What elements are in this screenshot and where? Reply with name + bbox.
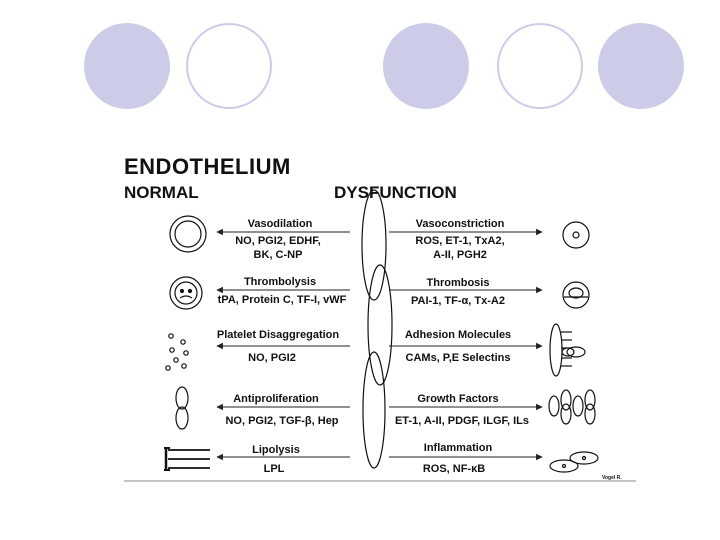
row1-left-detail-2: BK, C-NP: [254, 249, 303, 261]
row4-left-heading: Antiproliferation: [233, 393, 319, 405]
dilated-vessel-icon: [170, 216, 206, 252]
decor-circle-3: [383, 23, 469, 109]
normal-heading: NORMAL: [124, 183, 199, 203]
row1-left-heading: Vasodilation: [248, 218, 313, 230]
central-cell-3: [363, 352, 385, 468]
inflamed-cells-icon: [550, 452, 598, 472]
endothelium-figure: ENDOTHELIUM NORMAL DYSFUNCTION Vasodilat…: [124, 150, 638, 484]
row1-right-heading: Vasoconstriction: [416, 218, 505, 230]
row5-left-heading: Lipolysis: [252, 444, 300, 456]
row5-right-detail-1: ROS, NF-κB: [423, 463, 485, 475]
dysfunction-heading: DYSFUNCTION: [334, 183, 457, 203]
row4-right-heading: Growth Factors: [417, 393, 498, 405]
figure-title: ENDOTHELIUM: [124, 154, 291, 180]
decor-circle-4: [497, 23, 583, 109]
dispersed-platelets-icon: [166, 334, 188, 370]
thrombus-vessel-icon: [563, 282, 589, 308]
row2-left-detail-1: tPA, Protein C, TF-I, vWF: [218, 294, 347, 306]
proliferating-cells-icon: [549, 390, 595, 424]
central-cells: [362, 190, 392, 468]
row5-left-detail-1: LPL: [264, 463, 285, 475]
row2-right-heading: Thrombosis: [427, 277, 490, 289]
row5-right-heading: Inflammation: [424, 442, 492, 454]
central-cell-2: [368, 265, 392, 385]
single-cell-icon: [176, 387, 188, 429]
row2-left-heading: Thrombolysis: [244, 276, 316, 288]
decor-circle-1: [84, 23, 170, 109]
row1-right-detail-1: ROS, ET-1, TxA2,: [415, 235, 504, 247]
figure-credit: Vogel R.: [602, 475, 622, 481]
lipid-layers-icon: [164, 448, 210, 470]
row3-right-heading: Adhesion Molecules: [405, 329, 511, 341]
decor-circle-2: [186, 23, 272, 109]
row3-left-heading: Platelet Disaggregation: [217, 329, 339, 341]
constricted-vessel-icon: [563, 222, 589, 248]
row1-left-detail-1: NO, PGI2, EDHF,: [235, 235, 321, 247]
clot-lysis-vessel-icon: [170, 277, 202, 309]
row4-left-detail-1: NO, PGI2, TGF-β, Hep: [225, 415, 338, 427]
row3-right-detail-1: CAMs, P,E Selectins: [406, 352, 511, 364]
row4-right-detail-1: ET-1, A-II, PDGF, ILGF, ILs: [395, 415, 529, 427]
row3-left-detail-1: NO, PGI2: [248, 352, 296, 364]
adhesion-molecules-icon: [550, 324, 585, 376]
row1-right-detail-2: A-II, PGH2: [433, 249, 487, 261]
central-cell-1: [362, 190, 386, 300]
row2-right-detail-1: PAI-1, TF-α, Tx-A2: [411, 295, 505, 307]
decor-circle-5: [598, 23, 684, 109]
